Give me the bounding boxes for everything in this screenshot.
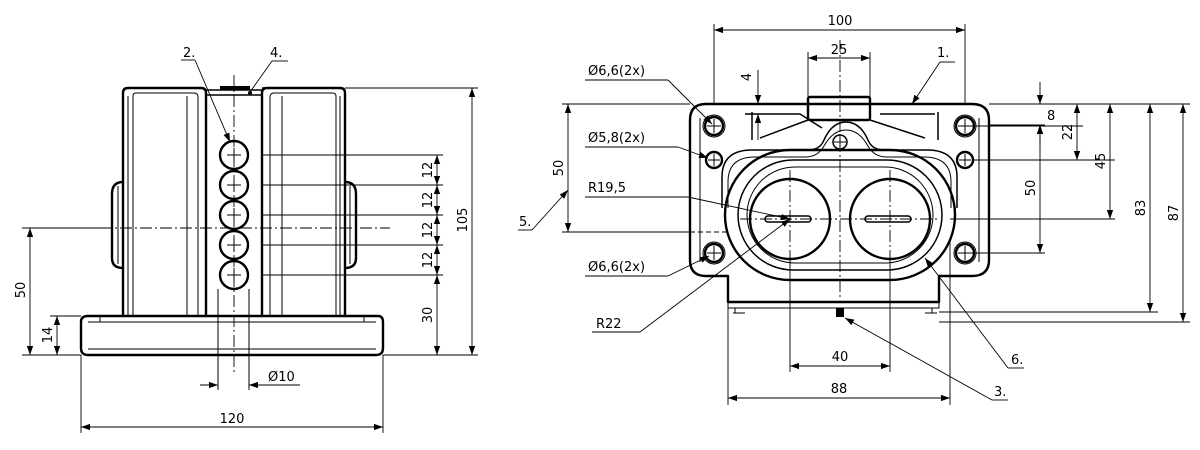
dim-100: 100 xyxy=(828,14,853,29)
dim-50-front-left: 50 xyxy=(552,160,567,177)
dim-4: 4 xyxy=(740,73,755,81)
dim-88: 88 xyxy=(831,382,848,397)
callout-3: 3. xyxy=(994,385,1006,400)
dim-12-d: 12 xyxy=(421,252,436,269)
dim-45: 45 xyxy=(1094,153,1109,170)
callout-2: 2. xyxy=(183,46,195,61)
label-r22: R22 xyxy=(596,317,622,332)
housing-right xyxy=(260,86,347,318)
side-view: 2. 4. 12 12 12 12 30 105 50 14 Ø10 xyxy=(14,46,478,433)
callout-4: 4. xyxy=(270,46,282,61)
dim-22: 22 xyxy=(1061,124,1076,141)
dim-50-front-right: 50 xyxy=(1024,180,1039,197)
dim-105: 105 xyxy=(456,208,471,233)
callout-1: 1. xyxy=(937,46,949,61)
dim-25: 25 xyxy=(831,43,848,58)
label-r195: R19,5 xyxy=(588,181,626,196)
inner-wall xyxy=(721,121,958,208)
label-hole-mid: Ø5,8(2x) xyxy=(588,131,645,146)
callout-6: 6. xyxy=(1011,353,1023,368)
dim-120: 120 xyxy=(220,412,245,427)
callout-5: 5. xyxy=(519,215,531,230)
label-hole-bot: Ø6,6(2x) xyxy=(588,260,645,275)
dim-12-b: 12 xyxy=(421,192,436,209)
dim-14: 14 xyxy=(41,327,56,344)
dim-8: 8 xyxy=(1047,109,1055,124)
dim-83: 83 xyxy=(1134,200,1149,217)
dim-12-a: 12 xyxy=(421,162,436,179)
dim-87: 87 xyxy=(1167,205,1182,222)
dim-dia10: Ø10 xyxy=(268,370,295,385)
dim-40: 40 xyxy=(832,350,849,365)
front-flange xyxy=(688,102,991,304)
housing-left xyxy=(121,86,208,318)
front-view: 100 25 4 1. Ø6,6(2x) Ø5,8(2x) R19,5 Ø6,6… xyxy=(518,14,1190,405)
dim-12-c: 12 xyxy=(421,222,436,239)
dim-50-left: 50 xyxy=(14,282,29,299)
label-hole-top: Ø6,6(2x) xyxy=(588,64,645,79)
base-plate xyxy=(79,314,385,357)
dim-30: 30 xyxy=(421,307,436,324)
